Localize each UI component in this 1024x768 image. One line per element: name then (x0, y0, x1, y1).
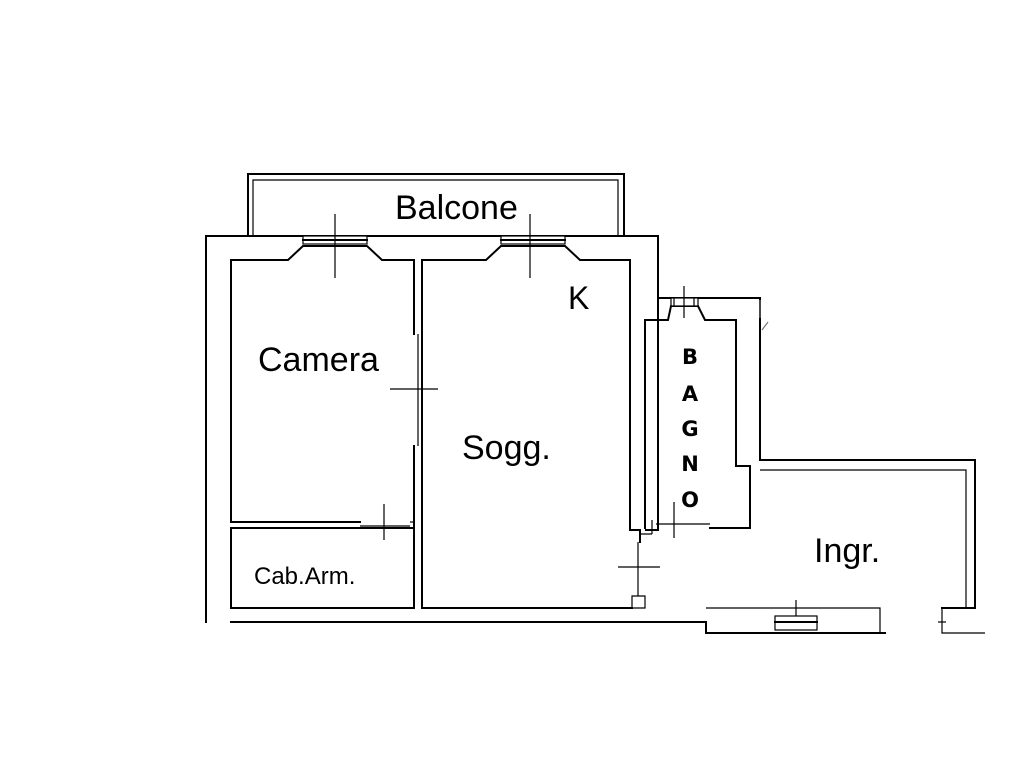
door-wardrobe (360, 504, 410, 540)
bathroom-label-letter: N (681, 452, 699, 476)
bathroom-label-letter: B (682, 345, 698, 369)
window-camera (302, 214, 368, 278)
balcony-outline (247, 173, 625, 237)
entrance-label: Ingr. (814, 532, 880, 570)
bathroom-label-letter: G (681, 417, 698, 441)
camera-room-walls (230, 245, 415, 529)
bathroom-label-letter: A (682, 382, 699, 406)
window-bathroom (670, 286, 699, 318)
living-room-walls (421, 245, 646, 609)
bathroom-walls (640, 297, 751, 535)
balcony-label: Balcone (395, 189, 518, 227)
door-living-entrance (618, 542, 660, 596)
door-bathroom (656, 502, 710, 538)
wardrobe-label: Cab.Arm. (254, 563, 355, 590)
kitchen-label: K (568, 280, 589, 316)
wardrobe-room-walls (230, 527, 415, 609)
living-room-label: Sogg. (462, 429, 551, 467)
bathroom-label-letter: O (681, 488, 699, 512)
window-living-room (500, 214, 566, 278)
camera-label: Camera (258, 341, 379, 379)
outer-walls (205, 235, 985, 634)
door-camera-living (390, 334, 438, 446)
bathroom-label: B A G N O (681, 345, 699, 512)
window-entrance (774, 600, 818, 631)
